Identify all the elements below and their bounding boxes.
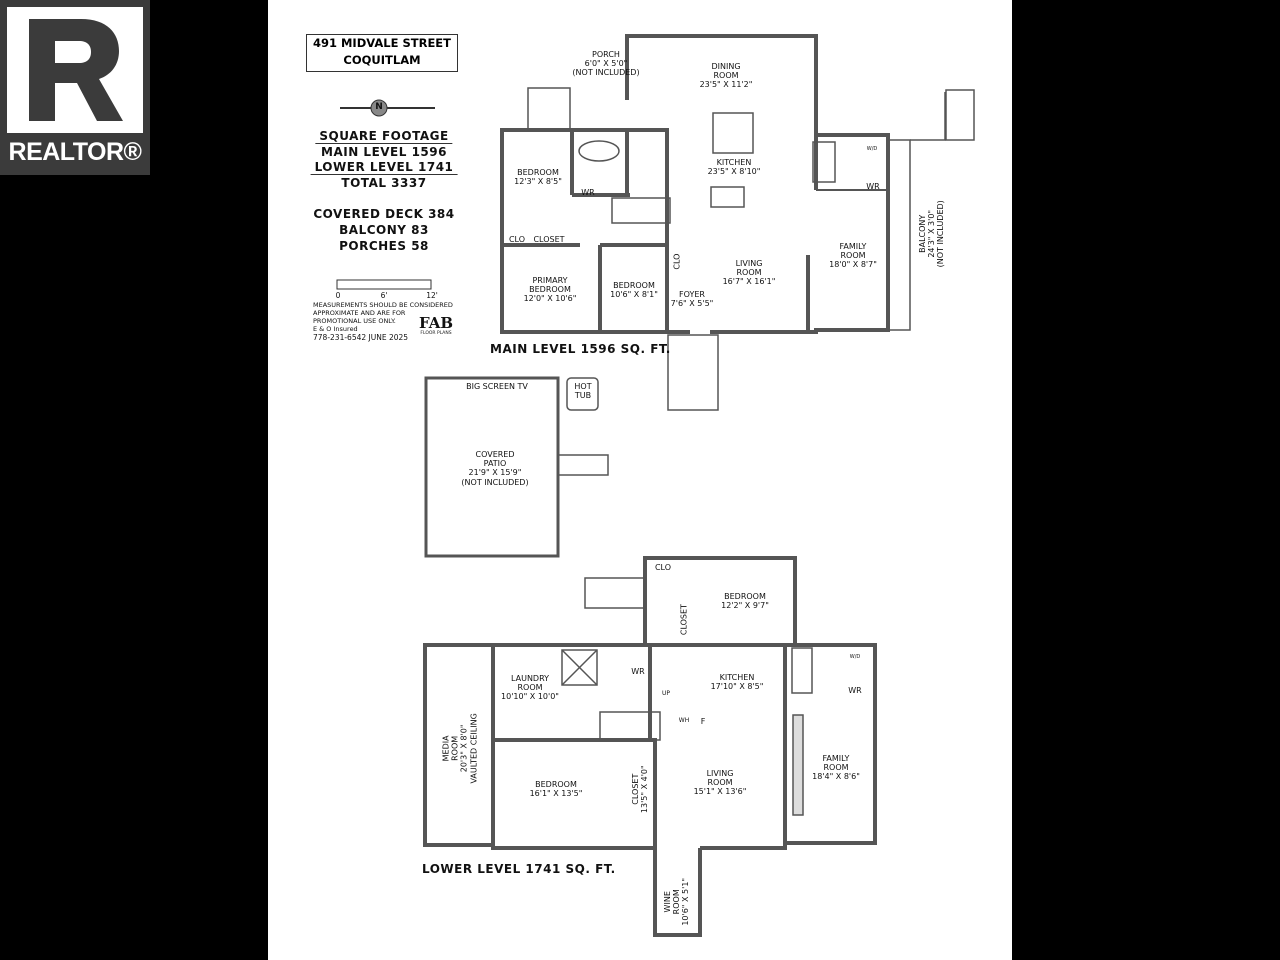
big-screen-tv-label: BIG SCREEN TV [466,382,528,391]
scale-label-12: 12' [426,291,438,300]
bathtub [578,140,620,162]
fab-logo: FAB [418,314,454,332]
sqft-lower: LOWER LEVEL 1741 [310,160,458,175]
front-stairs [667,334,719,411]
main-bedroom-wing [500,128,669,334]
lower-washer-dryer-label: W/D [849,654,861,660]
north-arrow-icon [340,99,435,117]
disclaimer-4: E & O Insured [313,325,358,333]
lower-family-room [783,643,877,845]
water-heater-label: WH [678,717,690,724]
main-level-title: MAIN LEVEL 1596 SQ. FT. [490,342,671,356]
address-box: 491 MIDVALE STREET COQUITLAM [306,34,458,72]
lower-stairs-mid [599,711,661,741]
clo-2-label: CLO [672,253,682,270]
lower-level-title: LOWER LEVEL 1741 SQ. FT. [422,862,616,876]
sqft-total: TOTAL 3337 [341,176,427,190]
kitchen-island [712,112,754,154]
wr-label: WR [581,188,595,197]
lower-stairs-top [584,577,646,609]
address-street: 491 MIDVALE STREET [312,36,452,50]
lower-clo-label: CLO [654,563,672,572]
up-label: UP [661,690,671,697]
realtor-wordmark: REALTOR® [8,138,142,166]
hot-tub [566,377,599,411]
washer-dryer-label: W/D [866,146,878,152]
disclaimer-2: APPROXIMATE AND ARE FOR [313,309,406,317]
bbq [557,454,609,476]
sqft-heading: SQUARE FOOTAGE [315,129,453,144]
porch-stairs [527,87,571,131]
balcony-area: BALCONY 83 [339,223,429,237]
wine-room [653,830,702,937]
furnace-label: F [700,717,706,726]
lower-wr-2-label: WR [848,686,862,695]
compass-letter: N [375,102,383,112]
fab-logo-sub: FLOOR PLANS [420,331,452,336]
interior-stairs [611,197,671,224]
sqft-main: MAIN LEVEL 1596 [321,145,447,159]
main-level-walls [625,34,890,334]
scale-label-0: 0 [335,291,341,300]
closet-label: CLOSET [533,235,565,244]
scale-label-6: 6' [380,291,388,300]
address-city: COQUITLAM [343,53,421,67]
disclaimer-5: 778-231-6542 JUNE 2025 [313,333,409,342]
clo-label: CLO [508,235,526,244]
porches-area: PORCHES 58 [339,239,429,253]
scale-bar [336,279,432,290]
disclaimer-1: MEASUREMENTS SHOULD BE CONSIDERED [313,301,453,309]
realtor-r-mark [7,7,143,133]
covered-deck: COVERED DECK 384 [313,207,455,221]
balcony-stairs [945,89,975,141]
lower-shower [561,649,598,686]
lower-wr-label: WR [631,667,645,676]
balcony-outline [888,139,911,331]
disclaimer-3: PROMOTIONAL USE ONLY. [313,317,396,325]
realtor-logo: REALTOR® [0,0,150,175]
wr-2-label: WR [866,182,880,191]
lower-closet-top-label: CLOSET [679,604,689,636]
lower-laundry [491,643,652,742]
